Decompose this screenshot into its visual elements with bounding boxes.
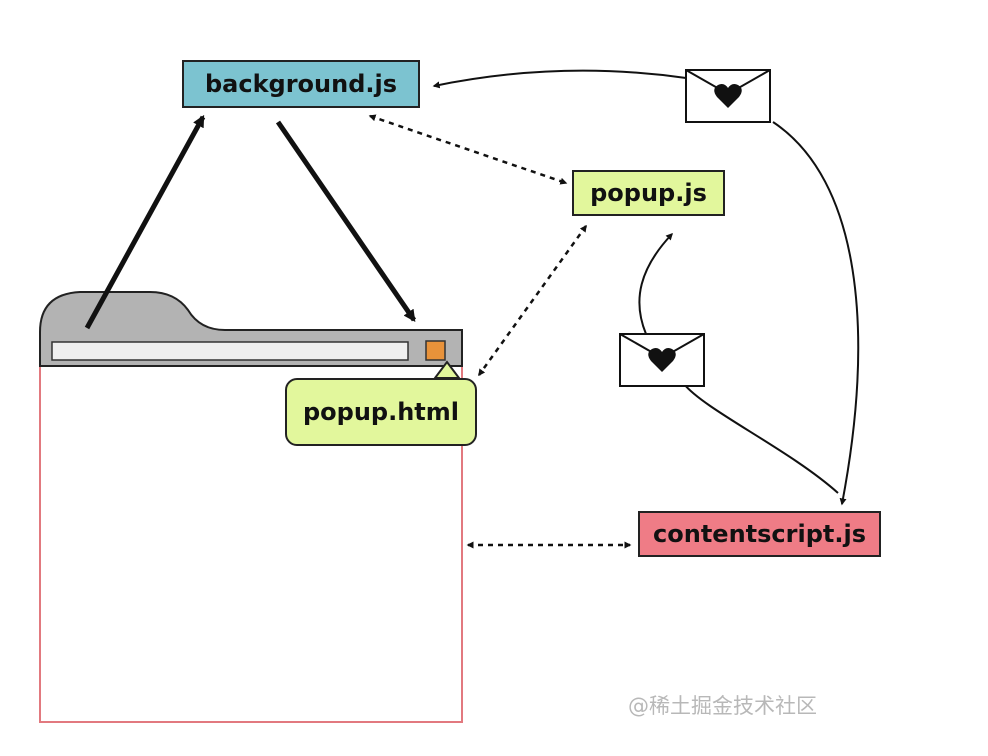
dashed-arrow-background-popupjs [368, 114, 568, 185]
extension-icon[interactable] [425, 340, 446, 361]
popup-html-bubble: popup.html [285, 378, 477, 446]
popup-js-node: popup.js [572, 170, 725, 216]
arrow-browser-to-background [84, 114, 206, 330]
dashed-arrow-popupjs-popuphtml [477, 224, 588, 377]
background-js-node: background.js [182, 60, 420, 108]
message-curve-to-background [432, 69, 687, 89]
browser-address-bar[interactable] [51, 341, 409, 361]
message-curve-to-popupjs [638, 232, 673, 335]
message-curve-to-contentscript [772, 121, 860, 506]
contentscript-js-node: contentscript.js [638, 511, 881, 557]
message-curve-from-content [683, 383, 839, 494]
envelope-heart-icon [685, 69, 771, 123]
envelope-heart-icon [619, 333, 705, 387]
watermark: @稀土掘金技术社区 [628, 694, 817, 718]
arrow-background-to-icon [275, 120, 417, 322]
